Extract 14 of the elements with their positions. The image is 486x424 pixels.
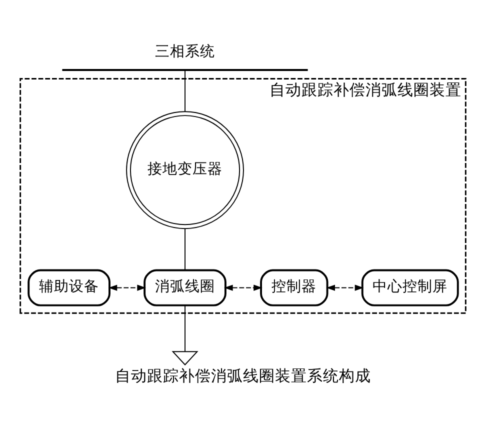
- connector: [184, 69, 186, 112]
- node-text: 三相系统: [155, 42, 216, 60]
- connector: [184, 228, 186, 270]
- node-circle: 接地变压器: [126, 110, 244, 229]
- arrow: [108, 284, 146, 290]
- node-ground: [172, 350, 198, 365]
- connector: [184, 304, 186, 352]
- node-box: 控制器: [260, 268, 328, 306]
- node-box: 中心控制屏: [361, 268, 459, 306]
- arrow: [224, 284, 262, 290]
- node-box: 辅助设备: [28, 268, 110, 306]
- caption: 自动跟踪补偿消弧线圈装置系统构成: [115, 366, 371, 385]
- arrow: [326, 284, 364, 290]
- node-box: 消弧线圈: [144, 268, 226, 306]
